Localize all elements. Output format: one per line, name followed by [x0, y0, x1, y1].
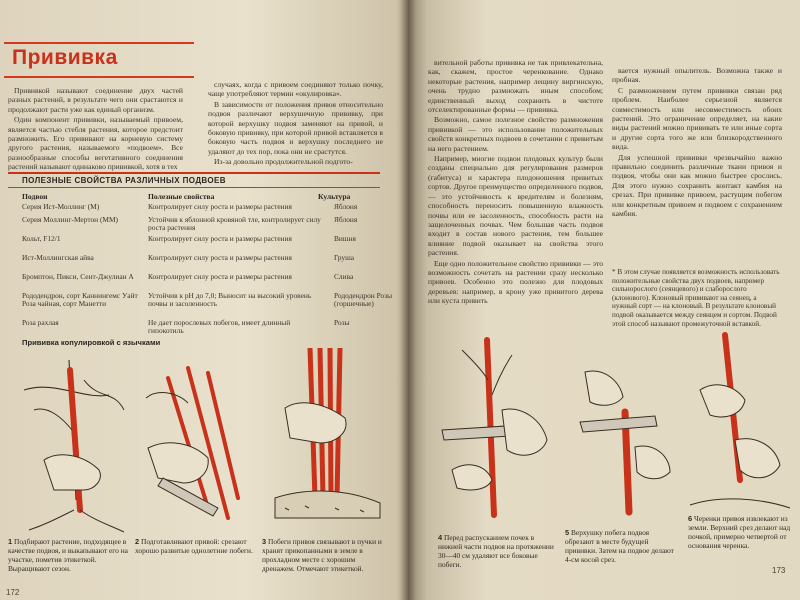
table-row: Бромптон, Пикси, Сент-Джулиан А Контроли…: [22, 273, 382, 292]
table-cell: Яблоня: [334, 202, 358, 211]
page-number-right: 173: [772, 566, 786, 575]
table-cell: Яблоня: [334, 215, 358, 224]
caption-text: Перед распусканием почек в нижней части …: [438, 533, 554, 569]
figure-title: Прививка копулировкой с язычками: [22, 338, 161, 347]
column-paragraph: вается нужный опылитель. Возможна также …: [612, 66, 782, 85]
column-paragraph: Для успешной прививки чрезвычайно важно …: [612, 152, 782, 219]
illustration-4-remove-shoots: [432, 330, 557, 525]
caption-text: Подбирают растение, подходящее в качеств…: [8, 537, 128, 573]
column-paragraph: Например, многие подвои плодовых культур…: [428, 154, 603, 258]
caption-text: Верхушку побега подвоя обрезают в месте …: [565, 528, 674, 564]
illustration-3-bundle: [265, 348, 385, 528]
table-cell: Устойчив к рН до 7,0; Выносит на высокий…: [148, 291, 312, 308]
table-cell: Устойчив к яблонной кровяной тле, контро…: [148, 215, 321, 232]
table-cell: Розы: [334, 318, 350, 327]
text-column-a: случаях, когда с привоем соединяют тольк…: [208, 80, 383, 168]
column-paragraph: В зависимости от положения привоя относи…: [208, 99, 383, 156]
table-header-properties: Полезные свойства: [148, 192, 215, 201]
column-paragraph: Из-за довольно продолжительной подгото-: [214, 157, 353, 167]
table-row: Серия Ист-Моллинг (М) Контролирует силу …: [22, 203, 382, 216]
table-cell: Вишня: [334, 234, 356, 243]
caption-text: Подготавливают привой: срезают хорошо ра…: [135, 537, 253, 555]
table-row: Роза рахлая Не дает порослевых побегов, …: [22, 319, 382, 337]
table-cell: Кольт, F12/1: [22, 234, 61, 243]
text-column-c: вается нужный опылитель. Возможна также …: [612, 66, 782, 220]
caption-text: Черенки привоя извлекают из земли. Верхн…: [688, 514, 791, 550]
table-heading: ПОЛЕЗНЫЕ СВОЙСТВА РАЗЛИЧНЫХ ПОДВОЕВ: [22, 176, 226, 185]
page-number-left: 172: [6, 588, 20, 597]
column-paragraph: С размножением путем прививки связан ряд…: [612, 85, 782, 152]
caption-number: 1: [8, 537, 13, 546]
caption-text: Побеги привоя связывают в пучки и хранят…: [262, 537, 382, 573]
illustration-6-scion-cut: [680, 330, 795, 520]
title-frame: [4, 42, 194, 78]
table-cell: Роза рахлая: [22, 318, 59, 327]
table-cell: Бромптон, Пикси, Сент-Джулиан А: [22, 272, 134, 281]
table-header-rootstock: Подвои: [22, 192, 48, 201]
table-row: Ист-Моллингская айва Контролирует силу р…: [22, 254, 382, 273]
column-paragraph: случаях, когда с привоем соединяют тольк…: [208, 80, 383, 99]
illustration-2-scion: [138, 358, 258, 528]
caption-4: 4 Перед распусканием почек в нижней част…: [438, 533, 558, 569]
table-cell: Контролирует силу роста и размеры растен…: [148, 253, 292, 262]
table-cell: Не дает порослевых побегов, имеет длинны…: [148, 318, 291, 335]
right-page: [408, 0, 800, 600]
caption-3: 3 Побеги привоя связывают в пучки и хран…: [262, 537, 387, 573]
table-row: Серия Моллинг-Мертон (ММ) Устойчив к ябл…: [22, 216, 382, 235]
illustration-5-cut-rootstock: [565, 352, 675, 522]
page-title: Прививка: [12, 46, 118, 69]
table-cell: Ист-Моллингская айва: [22, 253, 94, 262]
table-top-rule: [8, 172, 380, 174]
column-paragraph: Еще одно положительное свойство прививки…: [428, 258, 603, 306]
table-cell: Рододендрон, сорт Каннингемс Уайт Роза ч…: [22, 291, 138, 308]
intro-paragraph: Один компонент прививки, называемый прив…: [8, 115, 183, 172]
caption-5: 5 Верхушку побега подвоя обрезают в мест…: [565, 528, 680, 564]
table-cell: Рододендрон Розы (горшечные): [334, 291, 393, 308]
column-paragraph: вительной работы прививка не так привлек…: [428, 58, 603, 115]
caption-number: 2: [135, 537, 140, 546]
caption-1: 1 Подбирают растение, подходящее в качес…: [8, 537, 128, 573]
intro-paragraph: Прививкой называют соединение двух часте…: [8, 86, 183, 114]
caption-number: 5: [565, 528, 570, 537]
intro-column: Прививкой называют соединение двух часте…: [8, 86, 183, 173]
table-cell: Контролирует силу роста и размеры растен…: [148, 234, 292, 243]
table-cell: Контролирует силу роста и размеры растен…: [148, 202, 292, 211]
table-cell: Слива: [334, 272, 354, 281]
table-body: Серия Ист-Моллинг (М) Контролирует силу …: [22, 203, 392, 337]
table-header-crop: Культура: [318, 192, 351, 201]
column-paragraph: Возможно, самое полезное свойство размно…: [428, 115, 603, 153]
caption-number: 4: [438, 533, 443, 542]
table-row: Рододендрон, сорт Каннингемс Уайт Роза ч…: [22, 291, 392, 319]
caption-6: 6 Черенки привоя извлекают из земли. Вер…: [688, 514, 793, 550]
footnote: * В этом случае появляется возможность и…: [612, 268, 780, 328]
table-header-rule: [8, 187, 380, 188]
table-cell: Серия Ист-Моллинг (М): [22, 202, 100, 211]
table-cell: Контролирует силу роста и размеры растен…: [148, 272, 292, 281]
table-cell: Груша: [334, 253, 355, 262]
caption-2: 2 Подготавливают привой: срезают хорошо …: [135, 537, 255, 555]
illustration-1-rootstock: [14, 350, 136, 535]
table-cell: Серия Моллинг-Мертон (ММ): [22, 215, 119, 224]
book-gutter: [400, 0, 416, 600]
text-column-b: вительной работы прививка не так привлек…: [428, 58, 603, 307]
caption-number: 3: [262, 537, 267, 546]
table-row: Кольт, F12/1 Контролирует силу роста и р…: [22, 235, 382, 254]
caption-number: 6: [688, 514, 693, 523]
